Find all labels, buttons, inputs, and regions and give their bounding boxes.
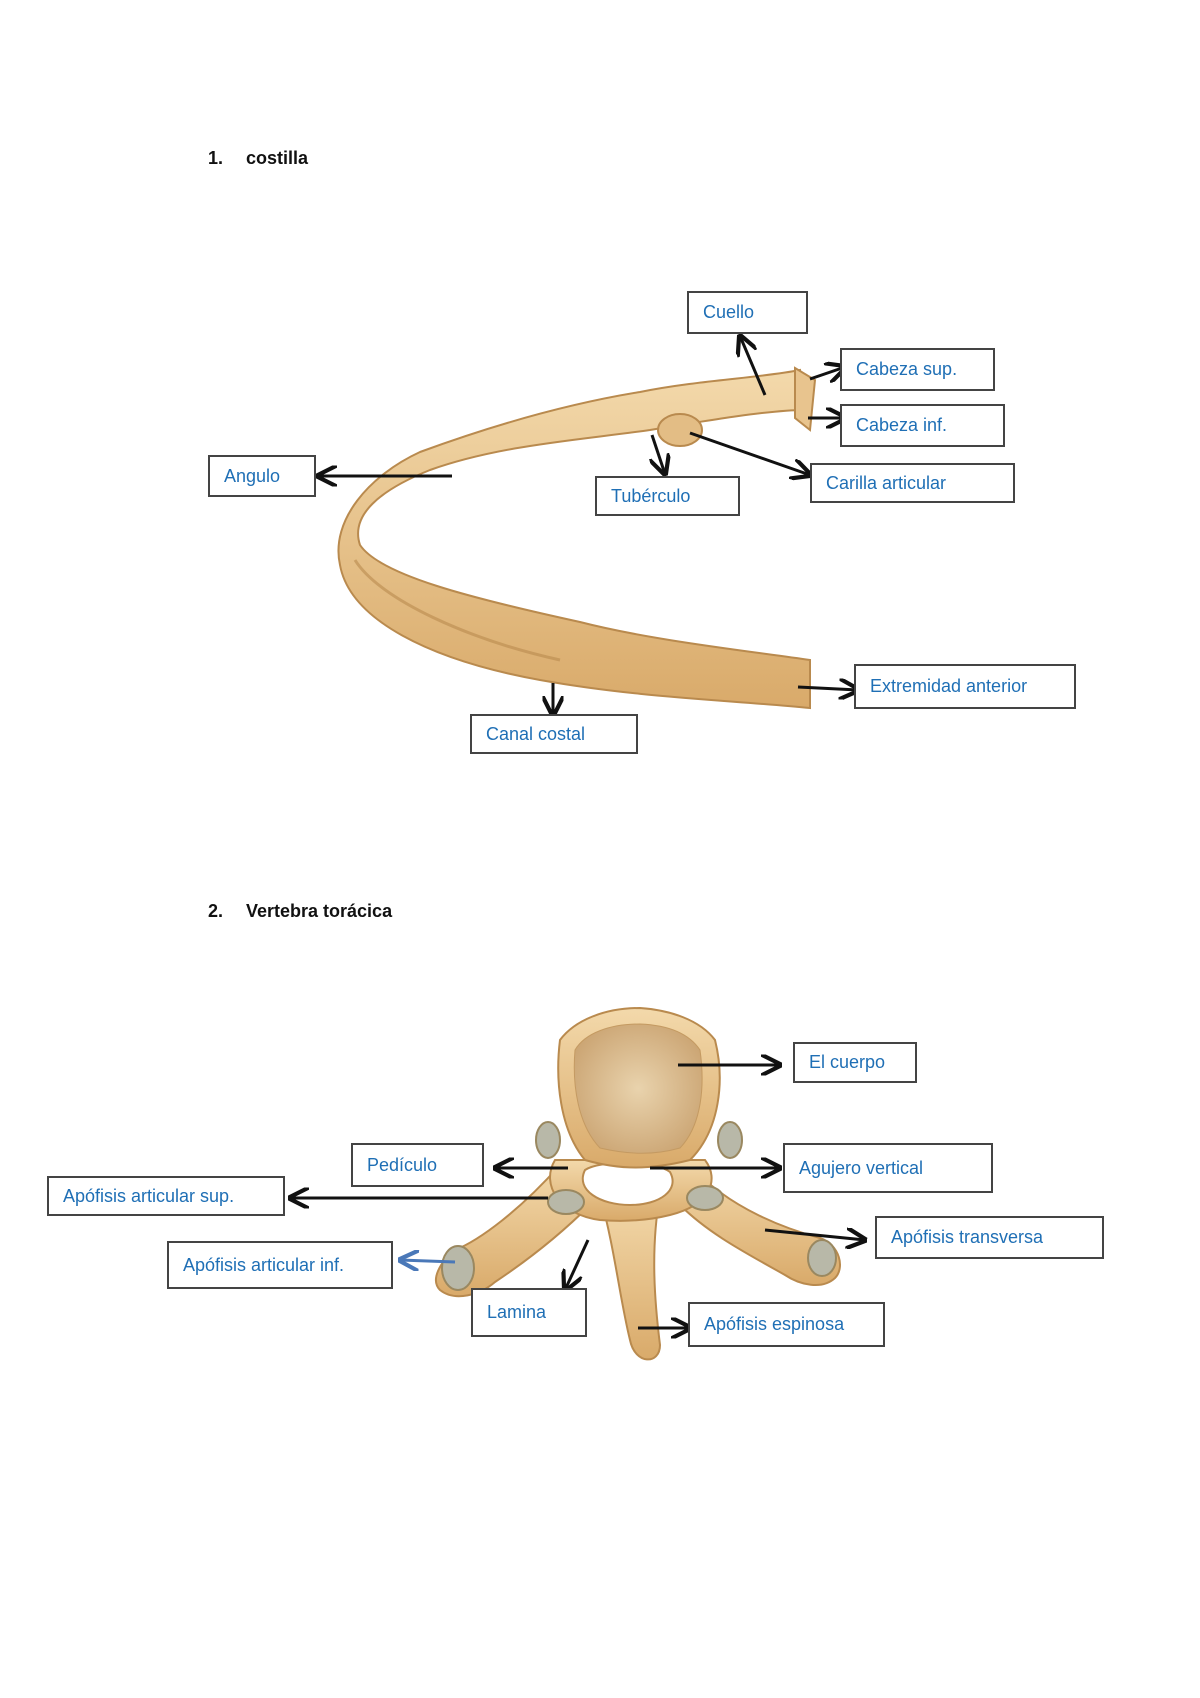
label-extremidad-anterior: Extremidad anterior [854,664,1076,709]
arrow-cabeza-sup [809,367,845,379]
arrow-art-inf [400,1260,456,1262]
label-text: Cabeza sup. [856,359,958,379]
label-apofisis-espinosa: Apófisis espinosa [688,1302,885,1347]
section-number: 2. [208,901,224,921]
label-lamina: Lamina [471,1288,587,1337]
label-text: Cabeza inf. [856,415,948,435]
label-text: Extremidad anterior [870,676,1028,696]
section-heading-vertebra: 2. Vertebra torácica [208,901,392,922]
label-text: El cuerpo [809,1052,886,1072]
label-apofisis-transversa: Apófisis transversa [875,1216,1104,1259]
label-text: Apófisis espinosa [704,1314,845,1334]
label-cabeza-inf: Cabeza inf. [840,404,1005,447]
arrow-lamina [565,1239,590,1290]
label-text: Apófisis articular sup. [63,1185,235,1206]
label-cabeza-sup: Cabeza sup. [840,348,995,391]
rib-illustration [337,366,817,710]
label-apofisis-articular-sup: Apófisis articular sup. [47,1176,285,1216]
label-text: Canal costal [486,723,586,744]
section-title: costilla [246,148,309,168]
section-title: Vertebra torácica [246,901,393,921]
label-text: Angulo [224,465,281,486]
label-apofisis-articular-inf: Apófisis articular inf. [167,1241,393,1289]
label-text: Apófisis transversa [891,1227,1044,1247]
label-text: Pedículo [367,1154,438,1175]
label-agujero-vertical: Agujero vertical [783,1143,993,1193]
label-text: Lamina [487,1302,547,1322]
arrow-tuberculo [652,434,665,474]
section-number: 1. [208,148,224,168]
label-tuberculo: Tubérculo [595,476,740,516]
arrow-cuello [740,336,767,396]
label-carilla-articular: Carilla articular [810,463,1015,503]
label-pediculo: Pedículo [351,1143,484,1187]
label-cuello: Cuello [687,291,808,334]
label-canal-costal: Canal costal [470,714,638,754]
arrow-carilla [689,431,810,475]
arrow-transversa [764,1230,865,1240]
arrow-extremidad [797,687,858,690]
label-text: Tubérculo [611,485,691,506]
label-text: Apófisis articular inf. [183,1254,345,1275]
vertebra-illustration [435,1006,841,1361]
label-el-cuerpo: El cuerpo [793,1042,917,1083]
label-text: Agujero vertical [799,1157,924,1178]
label-text: Carilla articular [826,472,947,493]
section-heading-rib: 1. costilla [208,148,308,169]
label-angulo: Angulo [208,455,316,497]
label-text: Cuello [703,302,755,322]
